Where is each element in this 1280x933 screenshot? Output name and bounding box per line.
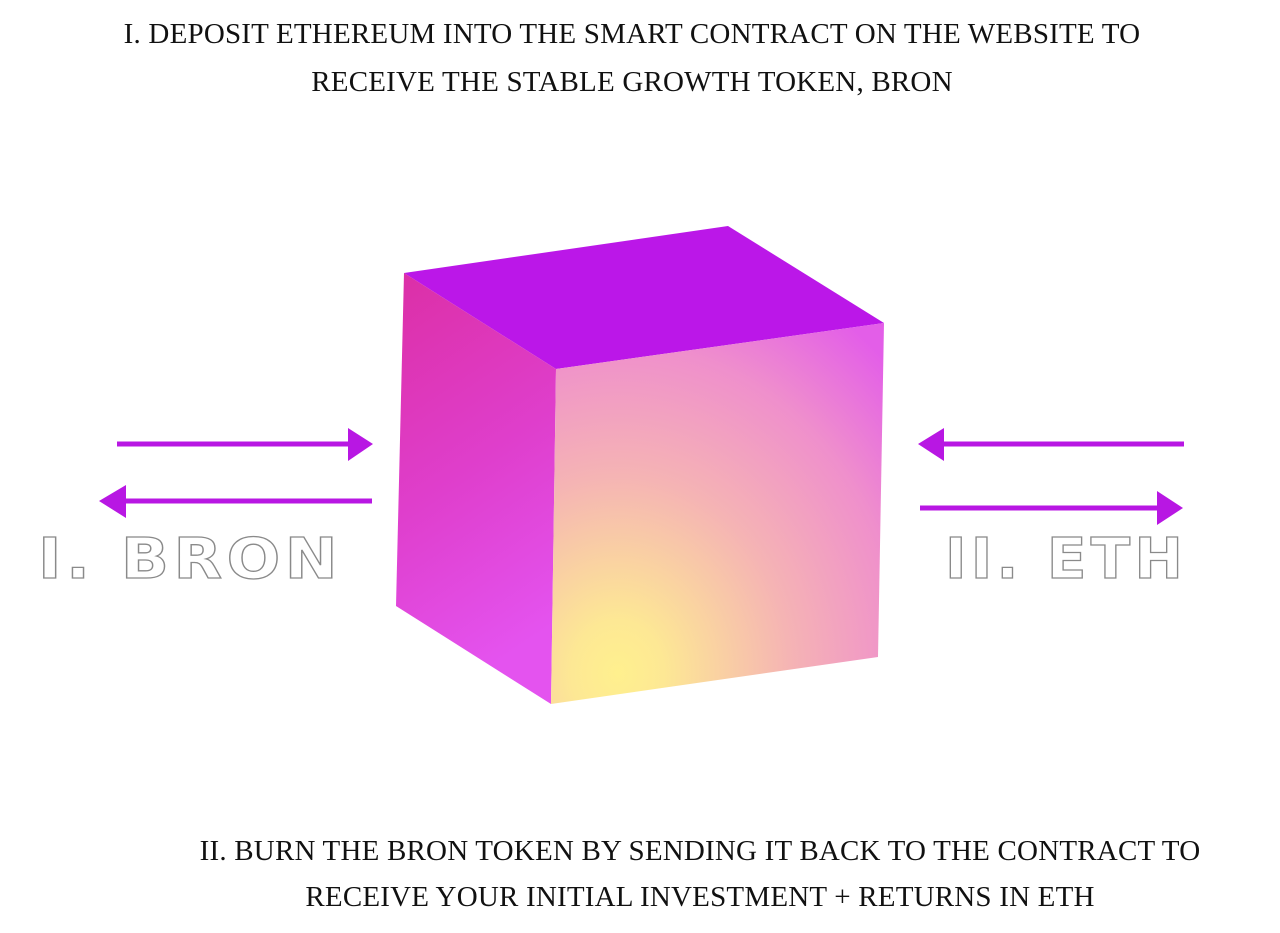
arrow-right-into-contract <box>918 428 1184 461</box>
label-bron: I. BRON <box>38 527 342 592</box>
arrow-left-into-contract <box>117 428 373 461</box>
cube-top-face <box>404 226 884 369</box>
bottom-caption: II. BURN THE BRON TOKEN BY SENDING IT BA… <box>60 828 1280 920</box>
cube-front-face <box>551 323 884 704</box>
top-caption-line-1: I. DEPOSIT ETHEREUM INTO THE SMART CONTR… <box>123 18 1141 50</box>
top-caption-line-2: RECEIVE THE STABLE GROWTH TOKEN, BRON <box>311 66 953 98</box>
arrow-left-out-of-contract <box>99 485 372 518</box>
contract-cube <box>396 226 884 704</box>
label-eth: II. ETH <box>945 527 1187 592</box>
bottom-caption-line-2: RECEIVE YOUR INITIAL INVESTMENT + RETURN… <box>305 881 1095 913</box>
arrow-right-out-of-contract <box>920 491 1183 525</box>
bottom-caption-line-1: II. BURN THE BRON TOKEN BY SENDING IT BA… <box>199 835 1201 867</box>
cube-left-face <box>396 273 556 704</box>
top-caption: I. DEPOSIT ETHEREUM INTO THE SMART CONTR… <box>0 10 1272 106</box>
